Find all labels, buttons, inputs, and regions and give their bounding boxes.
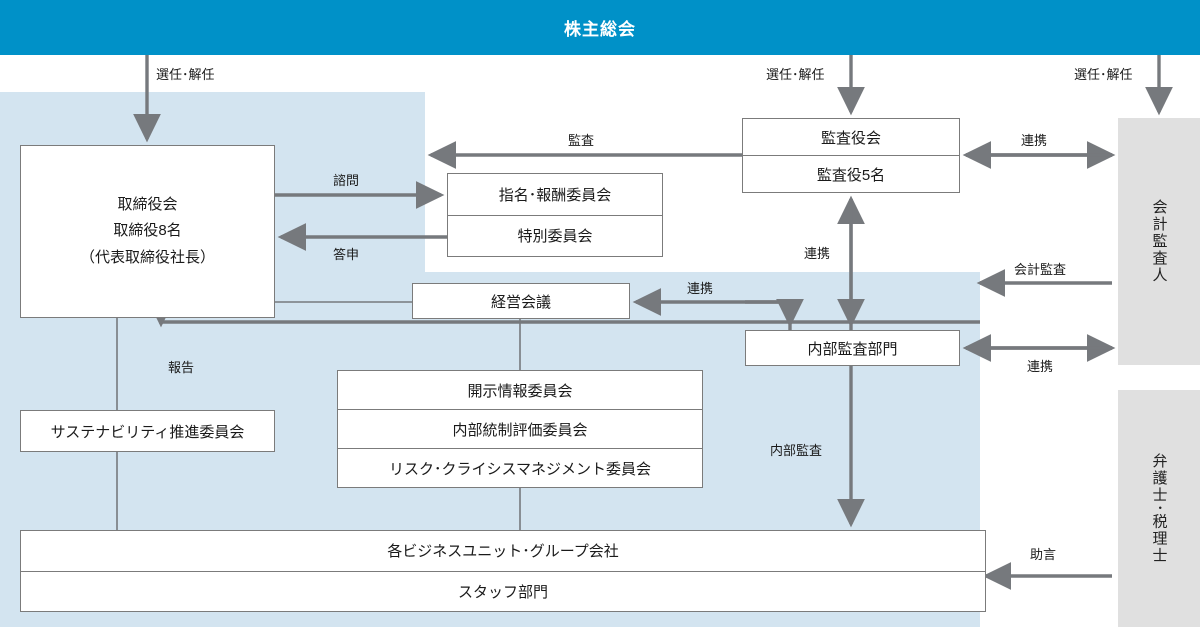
risk-crisis-committee-cell[interactable]: リスク･クライシスマネジメント委員会 (338, 448, 702, 487)
internal-control-committee-cell[interactable]: 内部統制評価委員会 (338, 409, 702, 448)
accounting-auditor-box: 会計監査人 (1118, 118, 1200, 365)
disclosure-committee-cell[interactable]: 開示情報委員会 (467, 382, 573, 400)
shareholders-meeting-banner: 株主総会 (0, 0, 1200, 55)
edge-label-accounting-audit: 会計監査 (1014, 262, 1067, 277)
edge-label-cooperate-internal-lawyer: 連携 (1027, 359, 1054, 374)
sustainability-committee-box[interactable]: サステナビリティ推進委員会 (20, 410, 275, 452)
special-committee-cell[interactable]: 特別委員会 (448, 214, 662, 257)
edge-label-cooperate-management: 連携 (687, 281, 714, 296)
shareholders-meeting-label: 株主総会 (564, 20, 636, 39)
nomination-committee-cell[interactable]: 指名･報酬委員会 (498, 186, 612, 204)
sustainability-committee-label: サステナビリティ推進委員会 (50, 423, 245, 441)
board-of-directors-box[interactable]: 取締役会 取締役8名 （代表取締役社長） (20, 145, 275, 318)
internal-audit-dept-label: 内部監査部門 (807, 340, 898, 358)
edge-label-appoint-board: 選任･解任 (156, 67, 215, 82)
board-representative: （代表取締役社長） (79, 248, 215, 266)
audit-board-cell[interactable]: 監査役会 (820, 129, 881, 147)
audit-board-stack[interactable]: 監査役会 監査役5名 (742, 118, 960, 193)
edge-label-reply: 答申 (333, 247, 360, 262)
edge-label-internal-audit: 内部監査 (770, 443, 823, 458)
edge-label-cooperate-audit-internal: 連携 (804, 246, 831, 261)
edge-label-report: 報告 (168, 360, 195, 375)
internal-committees-stack[interactable]: 開示情報委員会 内部統制評価委員会 リスク･クライシスマネジメント委員会 (337, 370, 703, 488)
staff-division-cell[interactable]: スタッフ部門 (21, 570, 985, 612)
lawyer-tax-accountant-label: 弁護士･税理士 (1150, 452, 1168, 565)
edge-label-appoint-accountant: 選任･解任 (1074, 67, 1133, 82)
board-count: 取締役8名 (113, 222, 182, 240)
management-meeting-label: 経営会議 (490, 293, 551, 311)
accounting-auditor-label: 会計監査人 (1150, 199, 1168, 284)
management-meeting-box[interactable]: 経営会議 (412, 283, 630, 319)
edge-label-audit: 監査 (568, 133, 595, 148)
edge-label-appoint-audit: 選任･解任 (766, 67, 825, 82)
business-units-cell[interactable]: 各ビジネスユニット･グループ会社 (387, 543, 619, 561)
internal-audit-dept-box[interactable]: 内部監査部門 (745, 330, 960, 366)
audit-members-cell[interactable]: 監査役5名 (743, 155, 959, 192)
edge-label-cooperate-audit-accountant: 連携 (1021, 133, 1048, 148)
board-title: 取締役会 (117, 196, 178, 214)
edge-label-consult: 諮問 (333, 173, 360, 188)
operations-stack[interactable]: 各ビジネスユニット･グループ会社 スタッフ部門 (20, 530, 986, 612)
edge-label-advice: 助言 (1030, 547, 1057, 562)
advisory-committees-stack[interactable]: 指名･報酬委員会 特別委員会 (447, 173, 663, 257)
lawyer-tax-accountant-box: 弁護士･税理士 (1118, 390, 1200, 627)
